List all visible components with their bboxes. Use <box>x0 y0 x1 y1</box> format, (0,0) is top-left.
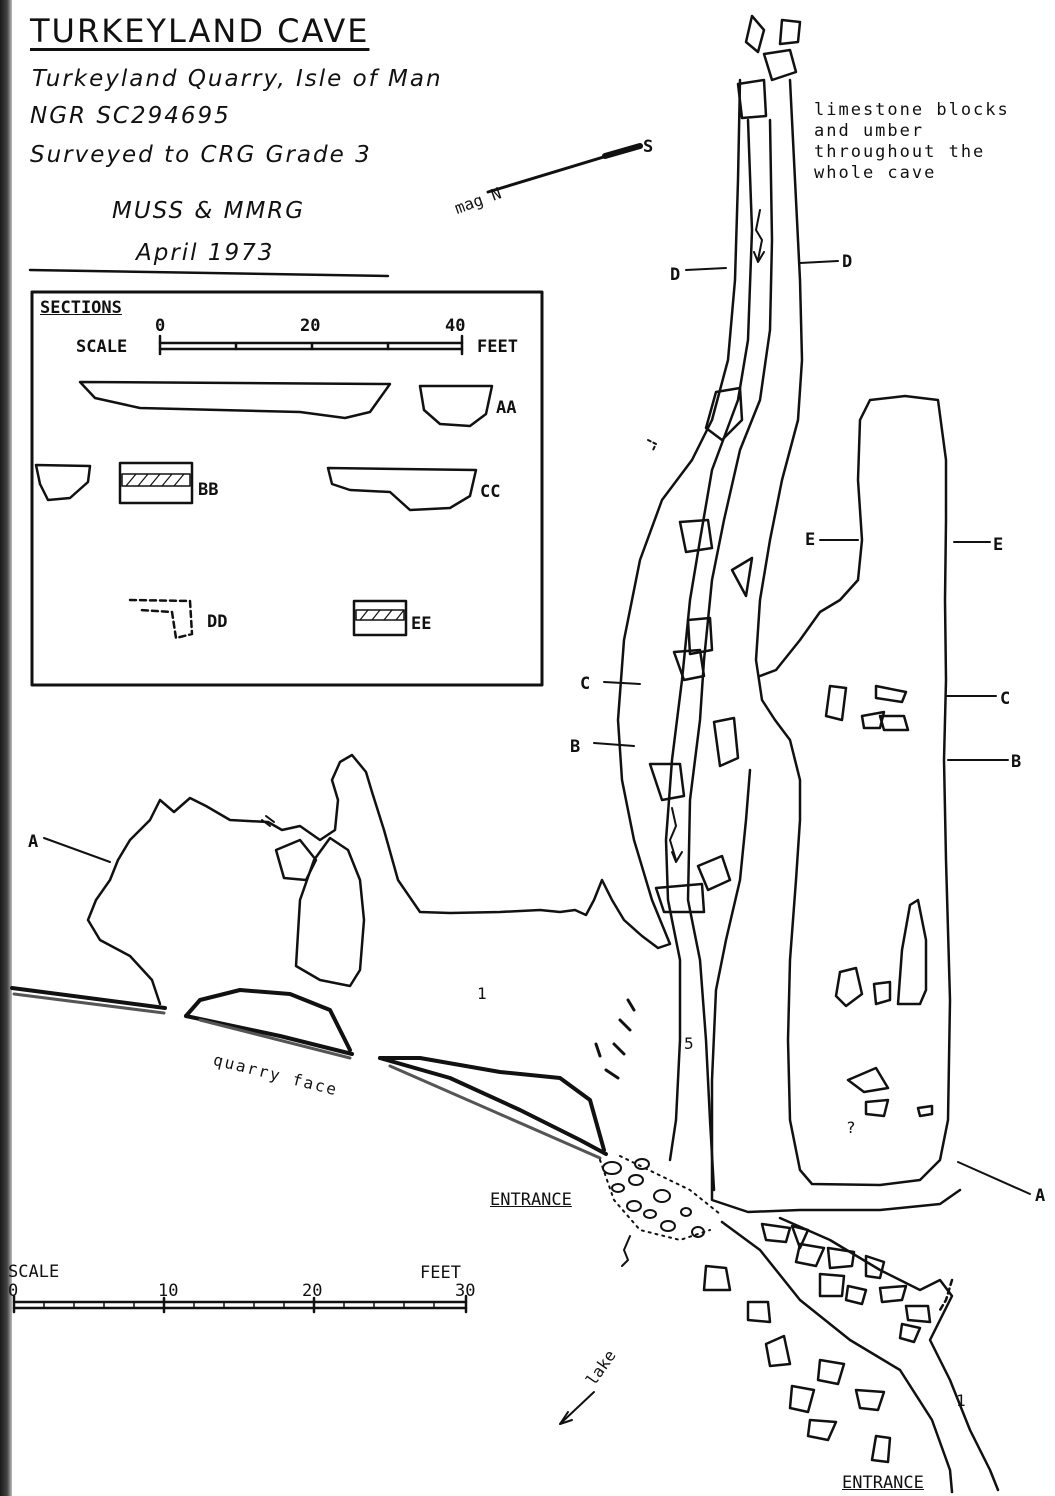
sections-scale-bar <box>158 334 464 356</box>
surveyors: MUSS & MMRG <box>112 198 306 224</box>
scan-binding-edge <box>0 0 12 1496</box>
quarry-face-edge <box>10 986 608 1156</box>
lake-arrowhead-icon <box>559 1411 573 1425</box>
sections-box <box>30 290 544 687</box>
entrance-dotted-edge <box>599 1155 721 1241</box>
cave-note-line: limestone blocks <box>814 100 1010 120</box>
section-marker-e-right: E <box>993 535 1004 555</box>
section-marker-d-right: D <box>842 252 853 272</box>
section-marker-c-right: C <box>1000 689 1011 709</box>
title-underline-rule <box>28 268 390 278</box>
section-marker-a-left: A <box>28 832 39 852</box>
section-label-bb: BB <box>198 480 219 500</box>
plan-scale-label: SCALE <box>8 1262 60 1282</box>
slope-marks <box>594 998 636 1080</box>
map-title: TURKEYLAND CAVE <box>30 12 370 50</box>
plan-scale-unit: FEET <box>420 1263 461 1283</box>
plan-scale-tick: 10 <box>158 1281 179 1301</box>
ledge-mark <box>647 439 657 453</box>
entrance-rubble <box>602 1158 705 1238</box>
cave-note: limestone blocks and umber throughout th… <box>814 100 1010 184</box>
rock-pillar-east <box>896 898 928 1006</box>
south-passage-dashed-edge <box>938 1278 954 1312</box>
depth-mark: 5 <box>684 1034 694 1053</box>
lake-arrow-icon <box>559 1391 595 1425</box>
stream-arrow-icon <box>669 807 677 861</box>
section-profile-bb <box>118 461 194 505</box>
sections-scale-tick: 0 <box>155 316 166 336</box>
ledge-mark <box>261 815 275 827</box>
cave-outline-east <box>754 78 952 1187</box>
north-arrow-s-label: S <box>643 137 654 157</box>
grid-reference: NGR SC294695 <box>30 103 231 129</box>
cave-note-line: whole cave <box>814 163 937 183</box>
cave-note-line: throughout the <box>814 142 986 162</box>
cave-outline-east-lower <box>710 768 962 1214</box>
section-marker-c-left: C <box>580 674 591 694</box>
section-label-aa: AA <box>496 398 517 418</box>
cave-outline-west <box>86 78 742 1006</box>
depth-mark: 1 <box>477 984 487 1003</box>
sections-scale-tick: 40 <box>445 316 466 336</box>
sections-scale-tick: 20 <box>300 316 321 336</box>
stream-channel-west <box>664 118 754 1162</box>
rock-blocks <box>274 14 934 1464</box>
section-profile-ee <box>352 599 408 637</box>
section-label-dd: DD <box>207 612 228 632</box>
section-marker-b-left: B <box>570 737 581 757</box>
sections-scale-unit: FEET <box>477 337 518 357</box>
plan-scale-bar <box>12 1294 468 1314</box>
north-arrow-head <box>602 143 643 159</box>
south-passage-east-wall <box>778 1216 1000 1492</box>
stream-arrowhead-icon <box>753 251 765 263</box>
stream-arrow-icon <box>755 209 763 261</box>
section-profile-cc <box>326 466 478 512</box>
section-label-ee: EE <box>411 614 432 634</box>
depth-mark: ? <box>846 1118 856 1137</box>
quarry-face-shading <box>12 992 602 1160</box>
stream-channel-east <box>686 118 774 1192</box>
depth-mark: 1 <box>956 1391 966 1410</box>
cave-note-line: and umber <box>814 121 925 141</box>
stream-arrow-icon <box>621 1235 631 1267</box>
section-label-cc: CC <box>480 482 501 502</box>
map-location: Turkeyland Quarry, Isle of Man <box>32 66 443 92</box>
entrance-label-west: ENTRANCE <box>490 1190 572 1210</box>
section-marker-a-right: A <box>1035 1186 1046 1206</box>
south-passage-west-wall <box>720 1220 954 1494</box>
rock-pillar <box>294 836 366 988</box>
plan-scale-tick: 20 <box>302 1281 323 1301</box>
section-marker-d-left: D <box>670 265 681 285</box>
sections-heading: SECTIONS <box>40 298 122 318</box>
section-profile-dd <box>128 598 194 640</box>
plan-scale-tick: 0 <box>8 1281 19 1301</box>
section-marker-e-left: E <box>805 530 816 550</box>
section-profile-b-left <box>34 463 92 502</box>
section-marker-b-right: B <box>1011 752 1022 772</box>
survey-date: April 1973 <box>136 240 275 266</box>
entrance-label-south: ENTRANCE <box>842 1473 924 1493</box>
plan-scale-tick: 30 <box>455 1281 476 1301</box>
stream-arrowhead-icon <box>671 851 683 863</box>
section-profile-aa <box>418 384 494 428</box>
section-marker-lines <box>43 260 1031 1195</box>
section-profile-a-long <box>78 380 392 420</box>
sections-scale-label: SCALE <box>76 337 128 357</box>
survey-grade: Surveyed to CRG Grade 3 <box>30 142 372 168</box>
